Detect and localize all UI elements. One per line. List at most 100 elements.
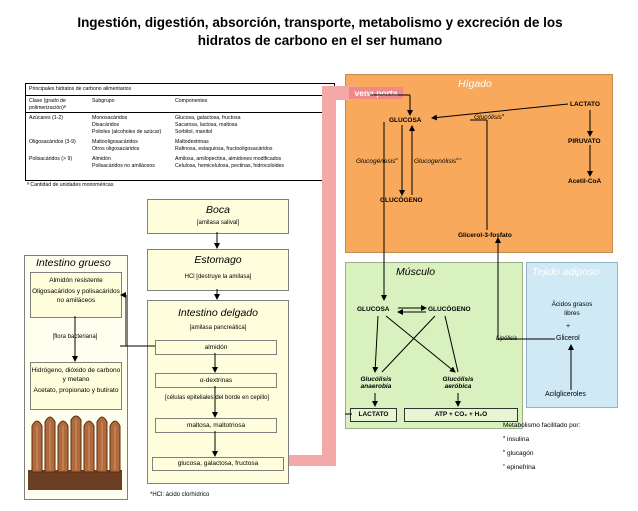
legend: Metabolismo facilitado por: a insulina b…	[503, 420, 623, 473]
legend-item: b glucagón	[503, 448, 534, 458]
legend-item-sup: b	[503, 448, 506, 454]
muscle-glucogeno: GLUCÓGENO	[428, 306, 471, 313]
liver-glucolisis: Glucólisisa	[474, 112, 505, 122]
liver-glucogenesis: Glucogénesisa	[356, 156, 398, 166]
legend-item-sup: a	[503, 434, 506, 439]
hcl-note: *HCl: ácido clorhídrico	[150, 492, 210, 498]
arrow-to-anaerobia	[372, 315, 379, 373]
legend-item: c epinefrina	[503, 462, 536, 472]
intestino-delgado-sub: [amilasa pancreática]	[189, 325, 247, 331]
adipose-acilgliceroles: Acilgliceroles	[545, 391, 586, 398]
table-cell: Amilosa, amilopectina, almidones modific…	[175, 156, 282, 162]
muscle-anaerobia-line1: Glucólisis	[360, 376, 392, 383]
liver-acetil-coa: Acetil-CoA	[568, 178, 602, 185]
muscle-atp-box: ATP + CO₂ + H₂O	[404, 408, 518, 422]
villi-base	[28, 470, 122, 490]
table-cell: Polisacáridos no amiláceos	[92, 163, 155, 169]
table-header-clase: Clase (grado de polimerización)ª	[29, 98, 66, 111]
liver-glucolisis-sup: a	[501, 112, 505, 117]
estomago-box: Estomago HCl [destruye la amilasa]	[147, 249, 289, 291]
adipose-title: Tejido adiposo	[532, 266, 600, 278]
arrow-glucogeno-aerobia	[444, 315, 459, 373]
liver-piruvato: PIRUVATO	[568, 138, 601, 145]
adipose-acidos-grasos: Ácidos grasos libres	[532, 300, 612, 318]
table-header-componentes: Componentes	[175, 98, 208, 104]
table-footnote: ª Cantidad de unidades monoméricas	[27, 182, 114, 188]
intestino-delgado-title: Intestino delgado	[178, 307, 258, 319]
adipose-acidos-line1: Ácidos grasos	[551, 301, 593, 308]
table-cell: Otros oligosacáridos	[92, 146, 140, 152]
carbohydrate-table: Principales hidratos de carbono alimenta…	[25, 83, 335, 181]
estomago-title: Estomago	[194, 254, 242, 266]
table-cell: Azúcares (1-2)	[29, 115, 64, 121]
adipose-region	[526, 262, 618, 408]
muscle-glucosa: GLUCOSA	[357, 306, 390, 313]
muscle-glucolisis-aerobia: Glucólisis aeróbica	[438, 376, 478, 390]
table-cell: Rafinosa, estaquiosa, fructooligosacárid…	[175, 146, 273, 152]
legend-item: a insulina	[503, 434, 530, 444]
hidrogeno-text: Hidrógeno, dióxido de carbono y metano	[31, 367, 121, 383]
liver-glucogenesis-sup: a	[395, 156, 398, 161]
adipose-glicerol: Glicerol	[556, 335, 580, 342]
almidon-resistente-text: Almidón resistente	[49, 277, 103, 284]
almidon-box: almidón	[155, 340, 277, 355]
adipose-plus: +	[566, 323, 571, 330]
table-cell: Sacarosa, lactosa, maltosa	[175, 122, 238, 128]
page-title: Ingestión, digestión, absorción, transpo…	[20, 14, 620, 50]
arrow-lactato-glucosa	[431, 103, 569, 121]
hidrogeno-box: Hidrógeno, dióxido de carbono y metano A…	[30, 362, 122, 410]
table-cell: Sorbitol, manitol	[175, 129, 213, 135]
cells-note: [células epiteliales del borde en cepill…	[164, 395, 270, 401]
table-cell: Glucosa, galactosa, fructosa	[175, 115, 241, 121]
table-header-subgrupo: Subgrupo	[92, 98, 115, 104]
table-cell: Polisacáridos (> 9)	[29, 156, 73, 162]
muscle-aerobia-line2: aeróbica	[444, 383, 472, 390]
table-divider	[26, 112, 334, 113]
table-cell: Celulosa, hemicelulosa, pectinas, hidroc…	[175, 163, 284, 169]
vena-porta-label: vena porta	[349, 87, 403, 99]
estomago-sub: HCl [destruye la amilasa]	[184, 274, 252, 280]
table-cell: Monosacáridos	[92, 115, 128, 121]
title-line-1: Ingestión, digestión, absorción, transpo…	[77, 15, 563, 30]
liver-glucosa: GLUCOSA	[389, 117, 422, 124]
vena-porta-band-bottom	[287, 455, 336, 466]
liver-title: Hígado	[458, 78, 492, 90]
almidon-resistente-box: Almidón resistente Oligosacáridos y poli…	[30, 272, 122, 318]
arrow-to-aerobia	[385, 315, 456, 373]
liver-glicerol-3-fosfato: Glicerol-3-fosfato	[458, 232, 512, 239]
table-cell: Maltooligosacáridos	[92, 139, 138, 145]
liver-glucogeno: GLUCÓGENO	[380, 197, 423, 204]
boca-box: Boca [amilasa salival]	[147, 199, 289, 234]
legend-title: Metabolismo facilitado por:	[503, 422, 581, 429]
maltosa-box: maltosa, maltotriosa	[155, 418, 277, 433]
title-line-2: hidratos de carbono en el ser humano	[197, 33, 443, 48]
muscle-anaerobia-line2: anaerobia	[360, 383, 392, 390]
intestino-grueso-title: Intestino grueso	[36, 257, 111, 269]
oligosacaridos-text: Oligosacáridos y polisacáridos no amilác…	[32, 288, 120, 304]
vena-porta-band	[322, 86, 336, 466]
adipose-acidos-line2: libres	[564, 310, 580, 317]
liver-lactato: LACTATO	[570, 101, 600, 108]
legend-item-sup: c	[503, 462, 505, 468]
intestino-delgado-box: Intestino delgado [amilasa pancreática]	[147, 300, 289, 484]
boca-title: Boca	[206, 204, 230, 216]
table-caption: Principales hidratos de carbono alimenta…	[29, 86, 132, 92]
boca-sub: [amilasa salival]	[196, 220, 240, 226]
liver-glucogenolisis-sup: b,c	[456, 156, 462, 161]
intestinal-villi-illustration	[28, 415, 122, 490]
liver-glucogenolisis: Glucogenólisisb,c	[414, 156, 462, 166]
glucosa-galactosa-box: glucosa, galactosa, fructosa	[152, 457, 284, 471]
muscle-aerobia-line1: Glucólisis	[442, 376, 474, 383]
muscle-title: Músculo	[396, 266, 436, 278]
table-cell: Maltodextrinas	[175, 139, 209, 145]
muscle-lactato-box: LACTATO	[350, 408, 397, 422]
table-cell: Polioles (alcoholes de azúcar)	[92, 129, 162, 135]
table-cell: Almidón	[92, 156, 111, 162]
table-divider	[26, 95, 334, 96]
table-cell: Oligosacáridos (3-9)	[29, 139, 76, 145]
table-cell: Disacáridos	[92, 122, 120, 128]
arrow-glucogeno-anaerobia	[381, 315, 436, 373]
acetato-text: Acetato, propionato y butirato	[33, 387, 119, 394]
liver-region	[345, 74, 613, 253]
